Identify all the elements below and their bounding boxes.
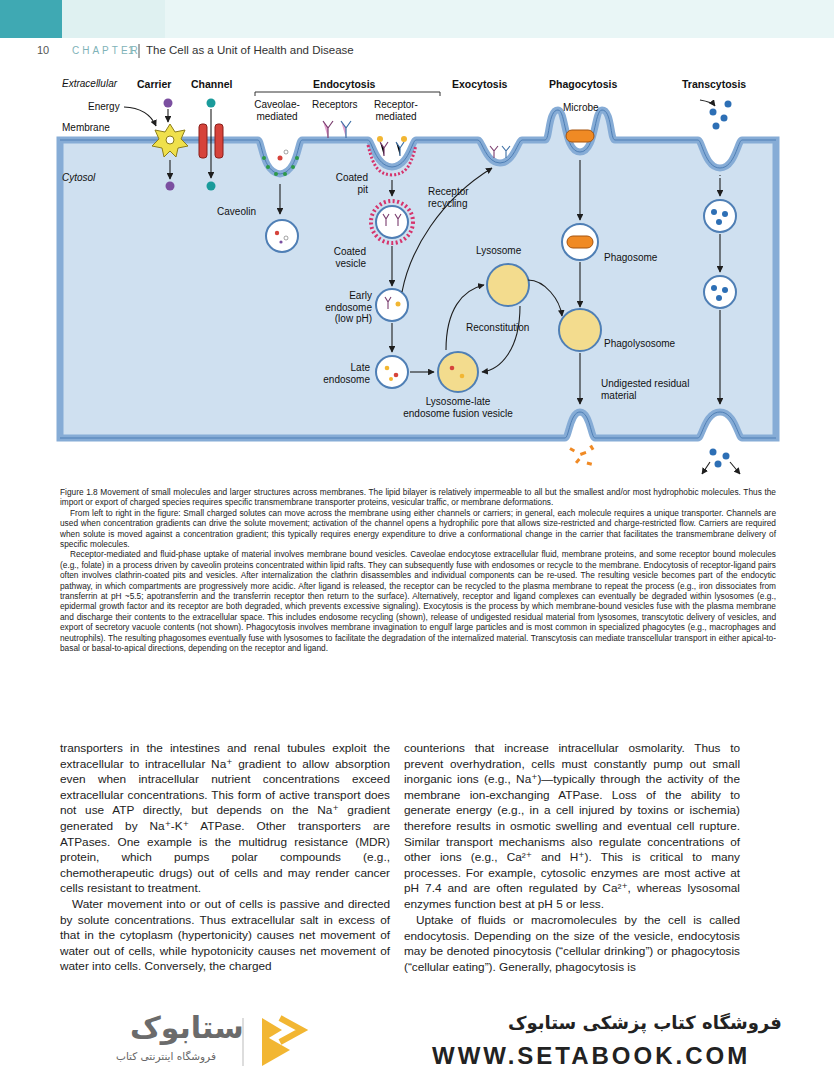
region-label: Extracellular [62, 78, 117, 90]
part-label: Microbe [563, 102, 599, 114]
logo-subtext: فروشگاه اینترنتی کتاب [116, 1050, 216, 1062]
region-label: Cytosol [62, 172, 95, 184]
part-label: Caveolin [208, 206, 256, 218]
page-number: 10 [37, 44, 49, 56]
figure-caption: Figure 1.8 Movement of small molecules a… [60, 487, 776, 508]
footer-title: فروشگاه کتاب پزشکی ستابوک [508, 1012, 782, 1033]
part-label: Receptor recycling [428, 186, 480, 209]
part-label: Caveolae-mediated [250, 99, 304, 122]
body-paragraph: counterions that increase intracellular … [404, 741, 740, 913]
body-paragraph: Water movement into or out of cells is p… [60, 897, 390, 975]
part-label: Lysosome-late endosome fusion vesicle [403, 396, 513, 419]
part-label: Phagosome [604, 252, 657, 264]
part-label: Lysosome [476, 245, 521, 257]
part-label: Coated vesicle [318, 246, 366, 269]
footer-url: WWW.SETABOOK.COM [432, 1042, 750, 1070]
part-label: Coated pit [326, 172, 368, 195]
chapter-number: 1 [128, 45, 134, 56]
part-label: Receptor-mediated [366, 99, 426, 122]
part-label: Undigested residual material [601, 378, 697, 401]
column-heading: Exocytosis [452, 78, 507, 90]
caption-paragraph: From left to right in the figure: Small … [60, 508, 776, 550]
column-heading: Endocytosis [313, 78, 375, 90]
part-label: Receptors [312, 99, 358, 111]
body-paragraph: Uptake of fluids or macromolecules by th… [404, 913, 740, 975]
column-heading: Phagocytosis [549, 78, 617, 90]
part-label: Late endosome [318, 362, 370, 385]
part-label: Energy [88, 101, 120, 113]
part-label: Membrane [62, 122, 110, 134]
part-label: Phagolysosome [604, 338, 675, 350]
body-paragraph: transporters in the intestines and renal… [60, 741, 390, 897]
caption-block: Figure 1.8 Movement of small molecules a… [60, 487, 776, 654]
column-heading: Transcytosis [682, 78, 746, 90]
column-heading: Channel [191, 78, 232, 90]
running-head: The Cell as a Unit of Health and Disease [146, 44, 354, 56]
logo-text: ستابوک [130, 1010, 244, 1045]
part-label: Reconstitution [466, 322, 529, 334]
caption-paragraph: Receptor-mediated and fluid-phase uptake… [60, 549, 776, 653]
part-label: Early endosome (low pH) [314, 290, 372, 325]
column-heading: Carrier [137, 78, 171, 90]
